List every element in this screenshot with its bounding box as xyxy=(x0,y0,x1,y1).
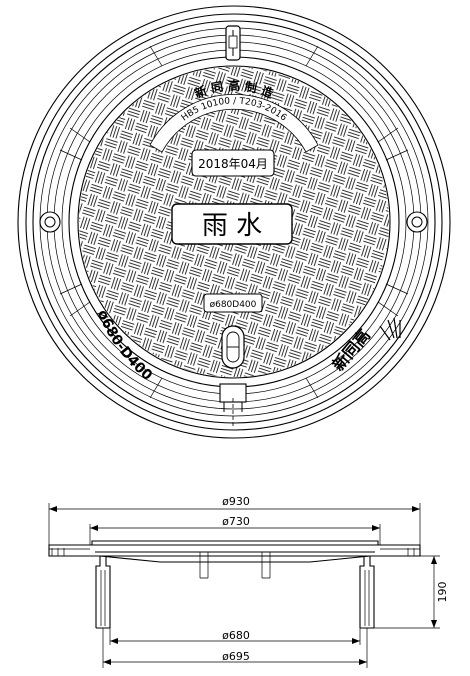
date-plate xyxy=(191,149,275,177)
dim-930: ø930 xyxy=(48,495,421,545)
bolt-hole-left xyxy=(39,211,61,233)
frame-section xyxy=(48,540,421,629)
size-plate xyxy=(203,293,263,313)
dim-680: ø680 xyxy=(110,629,360,644)
dim-190: 190 xyxy=(374,555,449,629)
main-label-plate xyxy=(171,203,293,245)
radial-ribs xyxy=(59,45,409,399)
date-plate-text: 2018年04月 xyxy=(198,157,268,171)
svg-text:ø730: ø730 xyxy=(222,515,250,528)
dim-695: ø695 xyxy=(103,650,367,665)
frame-ring xyxy=(25,13,443,431)
hinge-bottom xyxy=(219,383,247,426)
section-view: ø930 ø730 xyxy=(48,495,449,668)
bolt-hole-right xyxy=(406,211,428,233)
plan-view: 新 同 高 制 造 HB5 10100 / T203-2016 2018年04月… xyxy=(17,5,451,439)
svg-text:ø930: ø930 xyxy=(222,495,250,508)
size-plate-text: ø680D400 xyxy=(210,300,257,310)
svg-text:ø695: ø695 xyxy=(222,650,250,663)
svg-text:ø680: ø680 xyxy=(222,629,250,642)
dim-730: ø730 xyxy=(89,515,381,545)
svg-text:190: 190 xyxy=(436,582,449,603)
hinge-top xyxy=(225,25,241,61)
frame-outer-ring xyxy=(17,5,451,439)
main-label-text: 雨 水 xyxy=(202,211,262,241)
lift-slot xyxy=(221,325,245,369)
